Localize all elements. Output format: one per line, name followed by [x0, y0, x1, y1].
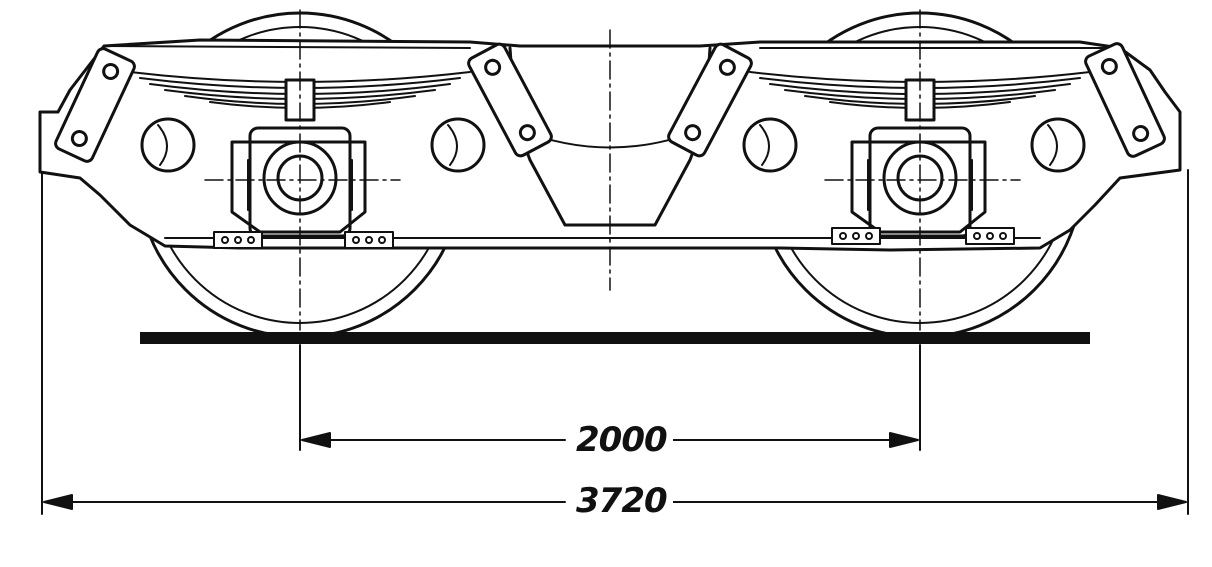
rail — [140, 332, 1090, 344]
extension-lines — [41, 169, 1189, 515]
right-inner-hanger — [667, 42, 753, 158]
lightening-holes — [140, 117, 1086, 173]
right-outer-hanger — [1084, 42, 1166, 158]
dimension-line-wheelbase — [301, 432, 919, 448]
left-outer-hanger — [54, 47, 136, 163]
frame-top-rim — [103, 45, 1121, 49]
left-inner-hanger — [467, 42, 553, 158]
wheelbase-dimension-label: 2000 — [570, 421, 673, 459]
dimension-line-overall — [43, 494, 1187, 510]
left-axle-box — [230, 126, 367, 238]
right-axle-box — [850, 126, 987, 238]
overall-length-dimension-label: 3720 — [570, 482, 673, 520]
centerlines — [204, 9, 1021, 331]
frame-brackets — [213, 227, 1015, 249]
